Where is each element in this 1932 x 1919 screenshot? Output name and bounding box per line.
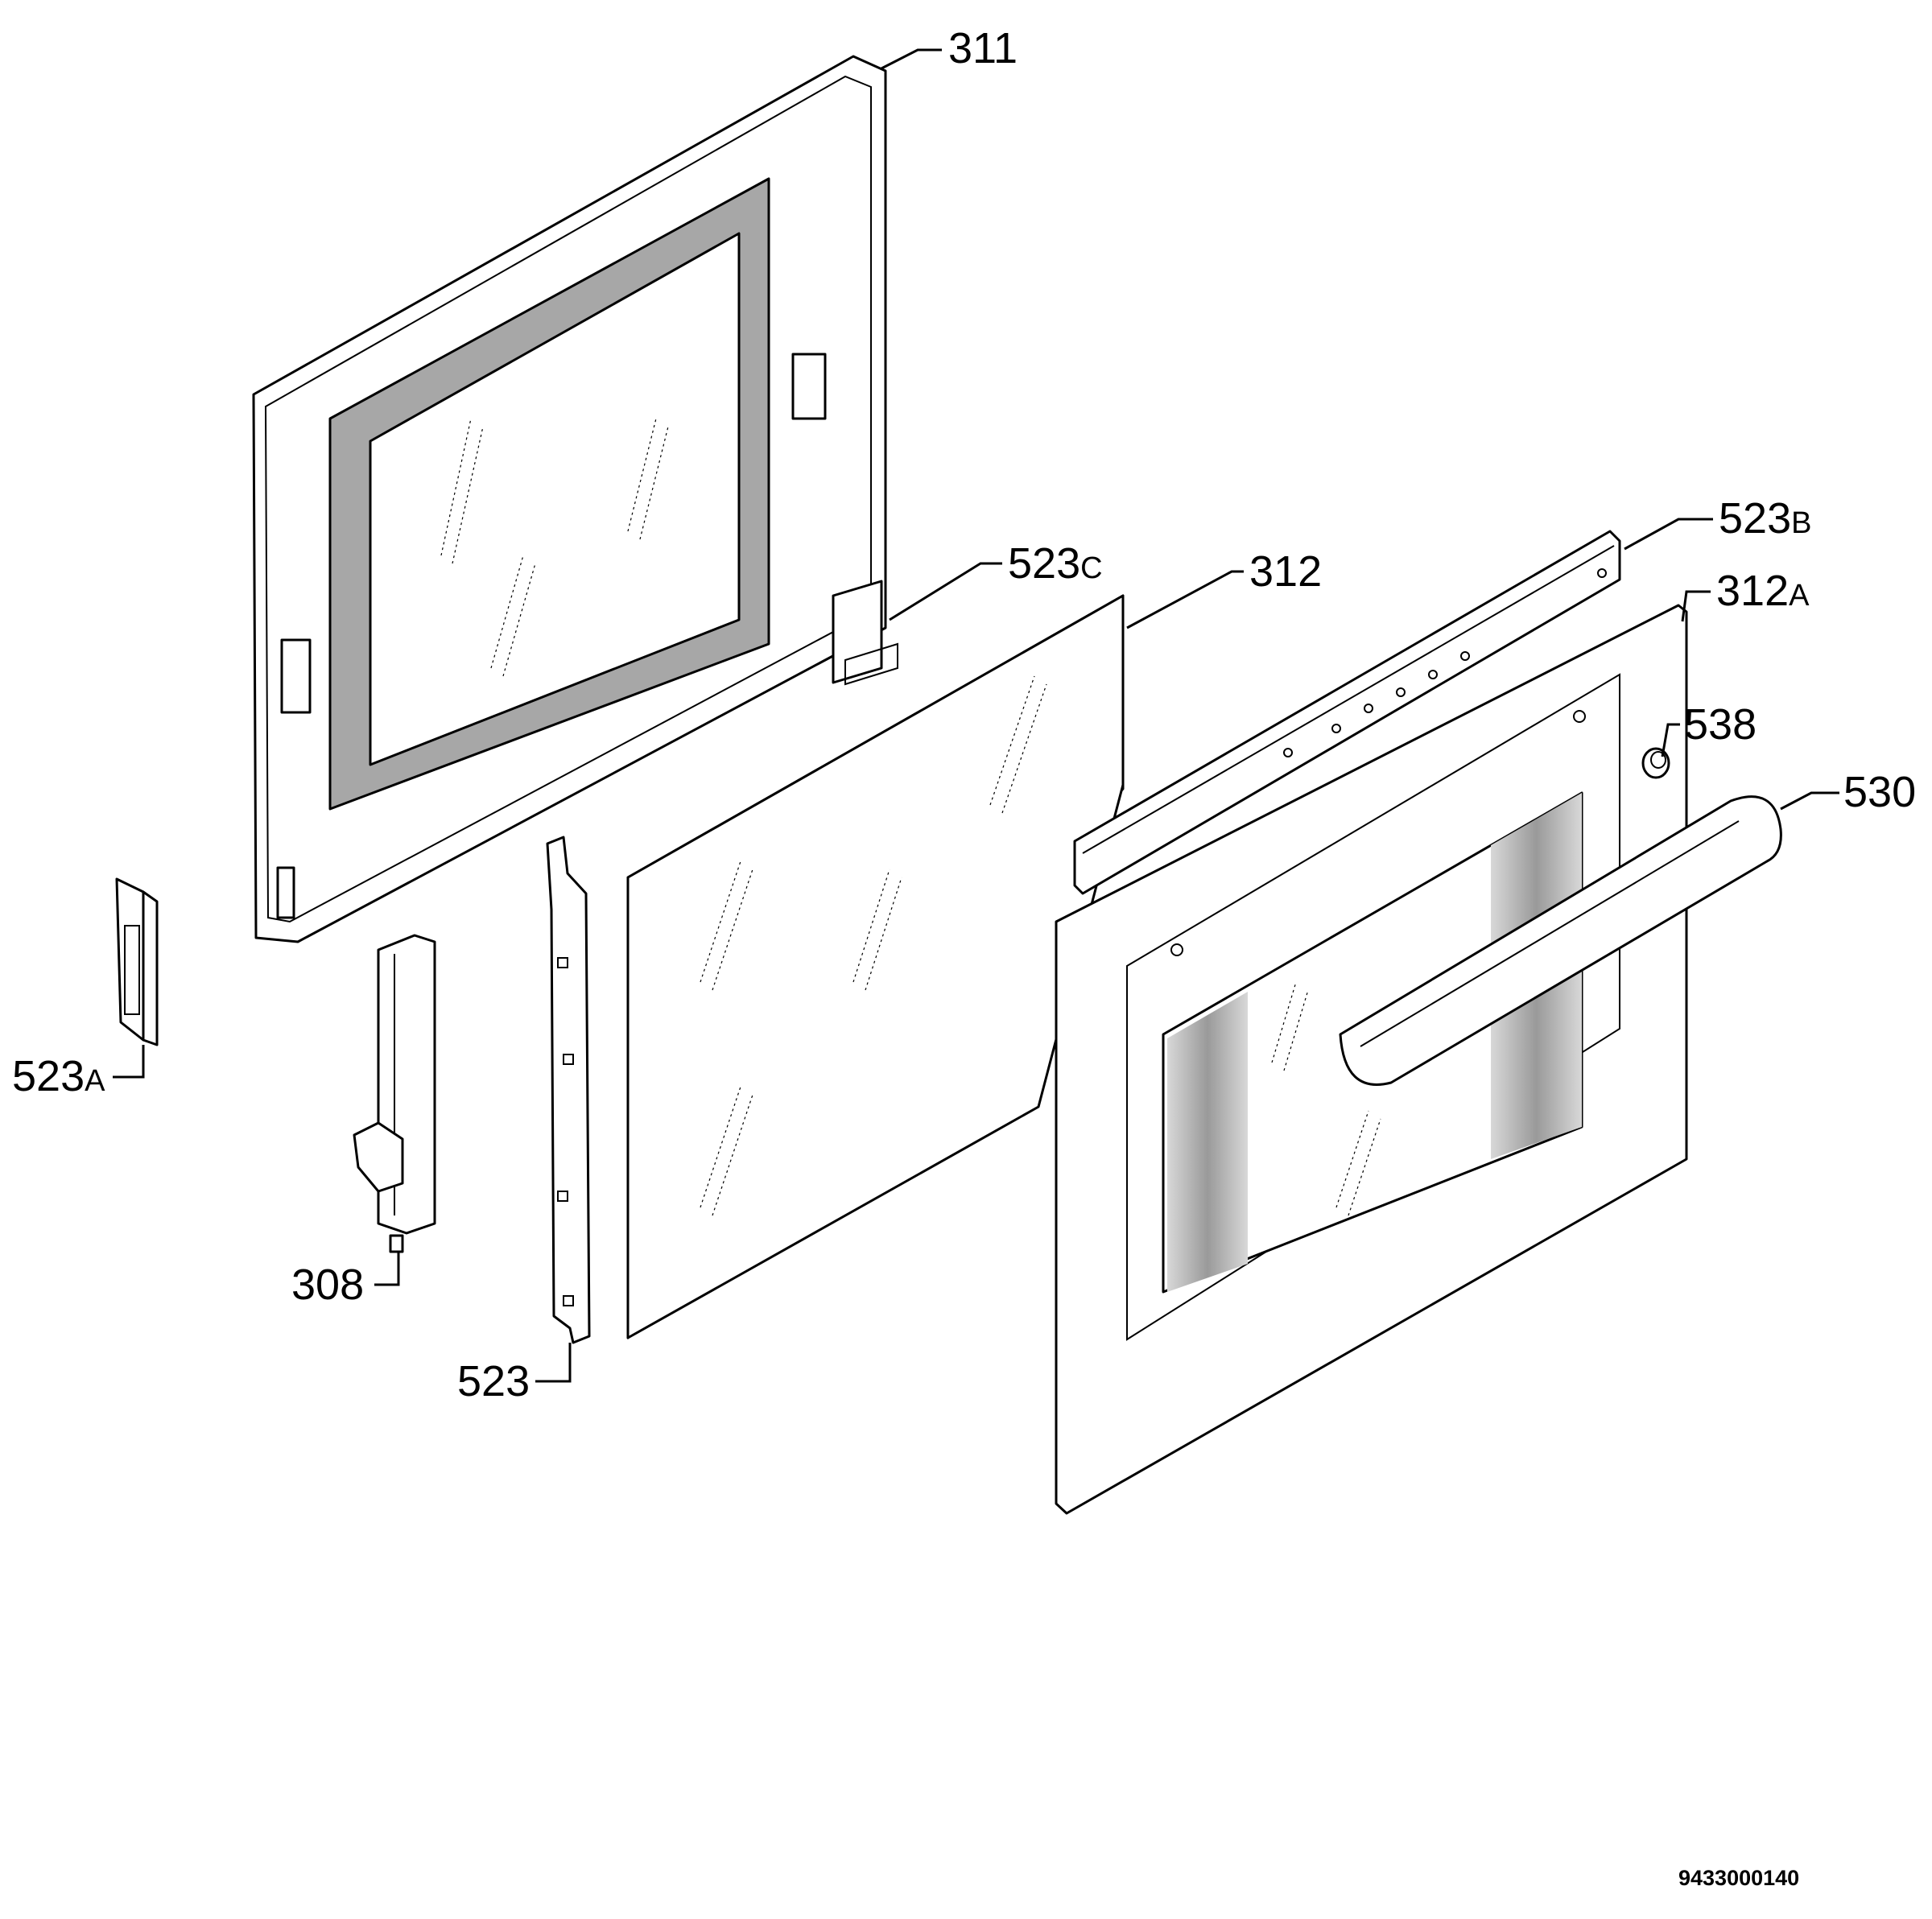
callout-523b: 523B bbox=[1719, 494, 1811, 543]
drawing-number: 9433000140 bbox=[1678, 1866, 1799, 1890]
callout-523: 523 bbox=[457, 1357, 530, 1405]
callout-308: 308 bbox=[291, 1261, 364, 1309]
part-523a-hinge-cover bbox=[115, 877, 159, 1046]
part-523c-clip bbox=[832, 580, 898, 686]
part-308-hinge bbox=[353, 934, 436, 1253]
part-523-side-strip bbox=[546, 836, 591, 1344]
hinge-bracket-lower-icon bbox=[280, 638, 312, 714]
hinge-bracket-upper-icon bbox=[791, 353, 827, 420]
callout-312: 312 bbox=[1249, 547, 1322, 596]
part-311-inner-door-frame bbox=[252, 55, 887, 943]
callout-530: 530 bbox=[1843, 768, 1916, 816]
callout-523a: 523A bbox=[12, 1052, 105, 1100]
callout-523c: 523C bbox=[1008, 539, 1103, 588]
leader-lines bbox=[113, 48, 1839, 1383]
part-530-handle bbox=[1339, 795, 1782, 1086]
part-538-bush bbox=[1641, 747, 1670, 779]
callout-312a: 312A bbox=[1716, 567, 1810, 615]
callout-538: 538 bbox=[1684, 700, 1757, 749]
callout-311: 311 bbox=[948, 24, 1018, 72]
part-523b-top-rail bbox=[1073, 530, 1621, 895]
